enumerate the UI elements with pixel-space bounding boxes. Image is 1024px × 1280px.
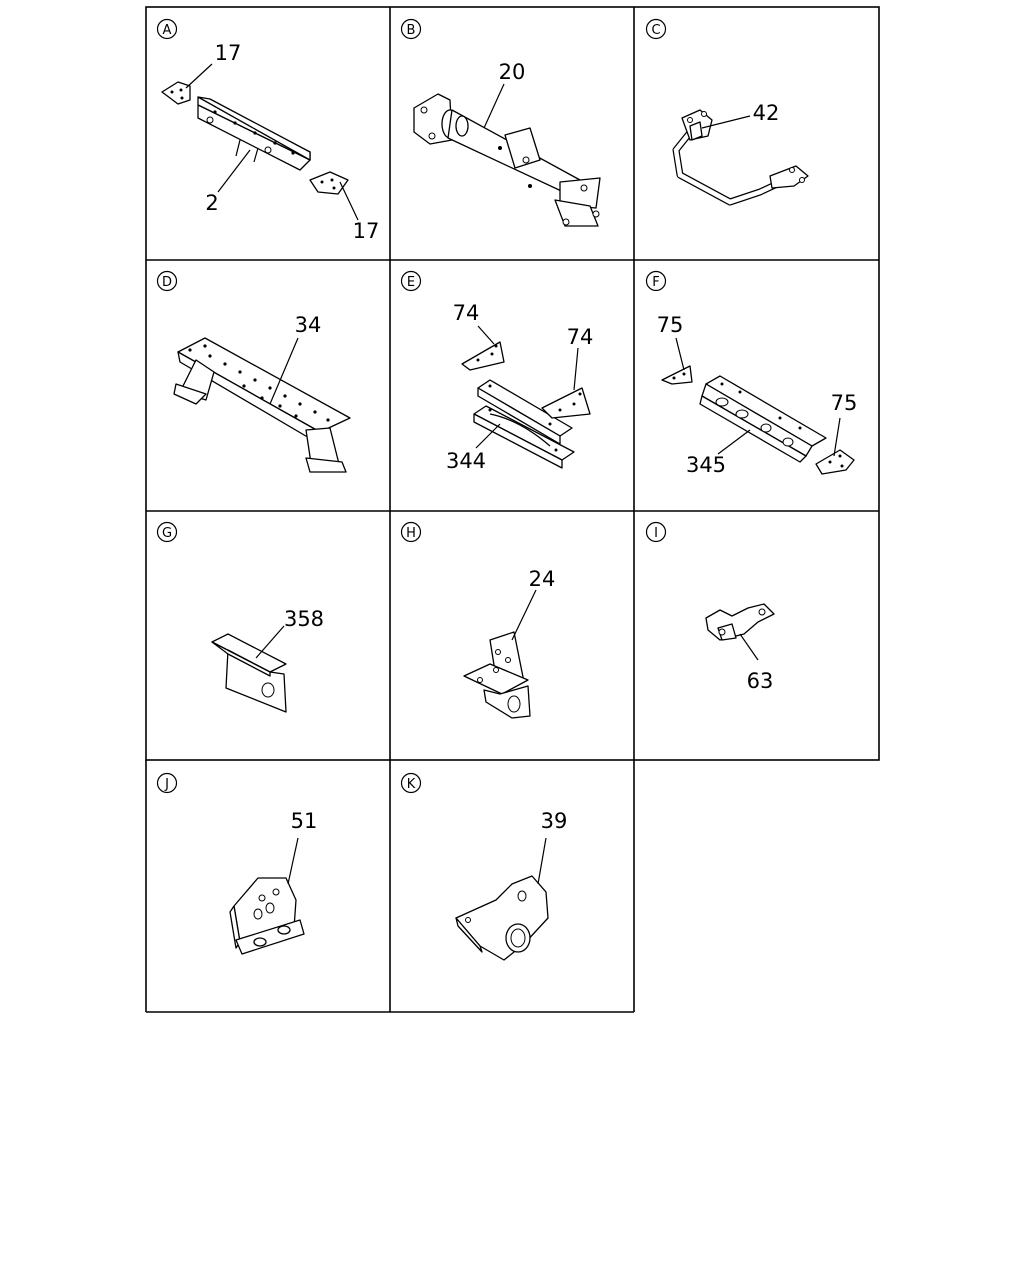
panel-letter-badge: F [645,270,667,292]
callout-number: 75 [657,313,684,337]
panel-letter: H [406,526,416,541]
panel-i: I 63 [645,521,775,693]
panel-letter: I [654,526,658,541]
panel-c: C 42 [645,18,809,206]
mounting-bracket-drawing [463,631,531,719]
callout-number: 20 [499,60,526,84]
panel-g: G 358 [156,521,324,713]
panel-letter: A [163,23,172,38]
panel-letter: G [162,526,172,541]
crossmember-assembly-drawing [473,379,575,469]
panel-letter: K [407,777,416,792]
callout-number: 358 [284,607,324,631]
panel-letter: B [407,23,416,38]
tube-crossmember-drawing [413,93,601,227]
panel-letter: J [164,777,169,792]
panel-letter-badge: C [645,18,667,40]
panel-letter-badge: I [645,521,667,543]
callout-number: 17 [353,219,380,243]
panel-letter-badge: G [156,521,178,543]
panel-k: K 39 [400,772,568,961]
panel-letter-badge: A [156,18,178,40]
gusset-plate-drawing [661,365,693,385]
panel-b: B 20 [400,18,601,227]
callout-number: 74 [567,325,594,349]
panel-letter: F [652,275,659,290]
panel-letter-badge: D [156,270,178,292]
callout-number: 24 [529,567,556,591]
gusset-plate-drawing [161,81,191,105]
callout-number: 63 [747,669,774,693]
panel-letter-badge: K [400,772,422,794]
callout-number: 34 [295,313,322,337]
bracket-plate-drawing [211,633,287,713]
callout-number: 75 [831,391,858,415]
clamp-bracket-drawing [705,603,775,641]
panel-e: E 74 74 344 [400,270,594,473]
panel-a: A 17 2 17 [156,18,380,243]
panel-letter: D [162,275,172,290]
mount-bracket-drawing [455,875,549,961]
panel-j: J 51 [156,772,318,955]
callout-number: 17 [215,41,242,65]
crossmember-part-drawing [197,96,311,171]
panel-letter-badge: H [400,521,422,543]
callout-number: 42 [753,101,780,125]
gusset-plate-drawing [309,171,349,195]
panel-letter: E [407,275,415,290]
panel-letter-badge: J [156,772,178,794]
crossmember-plate-drawing [173,337,351,473]
stabilizer-bar-drawing [672,109,809,206]
callout-number: 39 [541,809,568,833]
callout-number: 51 [291,809,318,833]
callout-number: 345 [686,453,726,477]
crossmember-assembly-drawing [699,375,827,463]
gusset-plate-drawing [461,341,505,371]
panel-f: F 75 75 345 [645,270,858,477]
callout-number: 74 [453,301,480,325]
panel-d: D 34 [156,270,351,473]
engine-mount-bracket-drawing [229,877,305,955]
panel-h: H 24 [400,521,556,719]
panel-letter-badge: B [400,18,422,40]
callout-number: 344 [446,449,486,473]
gusset-plate-drawing [815,449,855,475]
grid-frame [145,6,880,1013]
gusset-plate-drawing [541,387,591,419]
panel-letter: C [651,23,660,38]
callout-number: 2 [205,191,218,215]
panel-letter-badge: E [400,270,422,292]
